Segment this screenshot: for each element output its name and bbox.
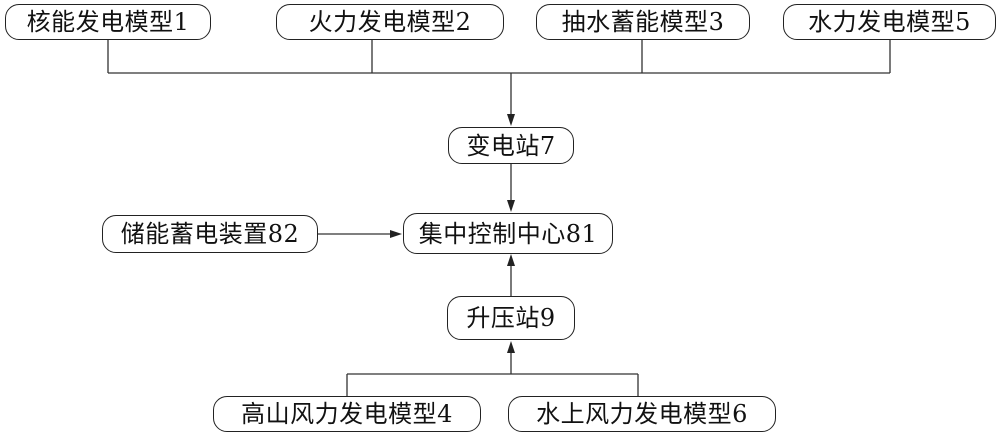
arrowhead-into-center-bottom	[507, 254, 515, 266]
node-control-center: 集中控制中心81	[403, 213, 613, 254]
node-storage-device: 储能蓄电装置82	[102, 215, 318, 253]
node-pumped-storage-model: 抽水蓄能模型3	[536, 4, 750, 40]
node-thermal-model: 火力发电模型2	[276, 4, 504, 40]
node-nuclear-model: 核能发电模型1	[5, 4, 211, 40]
node-hydro-model: 水力发电模型5	[783, 4, 996, 40]
node-booster-station: 升压站9	[447, 296, 575, 340]
arrowhead-into-center-left	[390, 230, 402, 238]
arrowhead-into-center-top	[507, 200, 515, 212]
arrowhead-into-substation	[507, 114, 515, 126]
node-mountain-wind-model: 高山风力发电模型4	[213, 396, 481, 432]
node-substation: 变电站7	[448, 127, 574, 164]
arrowhead-into-booster	[507, 341, 515, 353]
node-offshore-wind-model: 水上风力发电模型6	[508, 396, 776, 432]
